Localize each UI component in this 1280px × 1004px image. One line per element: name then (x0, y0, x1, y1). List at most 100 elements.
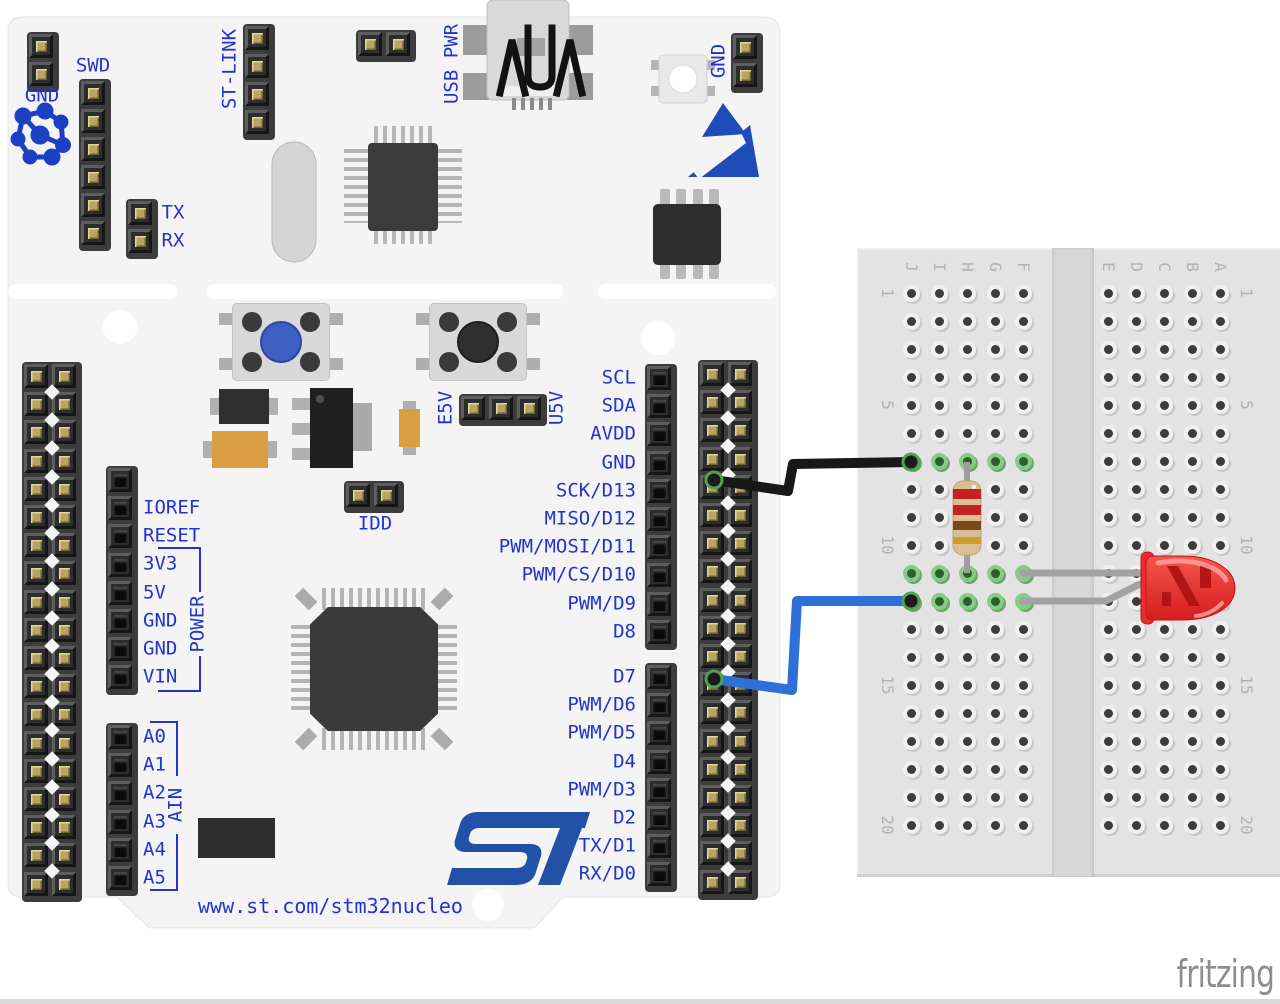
header-pin (24, 702, 48, 726)
header-pin (647, 507, 671, 531)
breadboard-hole (1127, 508, 1145, 526)
power-led[interactable] (651, 54, 715, 104)
breadboard-hole (902, 284, 920, 302)
breadboard-hole (1127, 424, 1145, 442)
header-pin (700, 362, 724, 386)
pin-contact (113, 871, 127, 885)
breadboard-hole (1014, 760, 1032, 778)
pin-contact (113, 843, 127, 857)
pin-label-miso-d12: MISO/D12 (544, 507, 636, 530)
analog-header[interactable] (106, 723, 138, 896)
header-pin (728, 447, 752, 471)
power-header[interactable] (106, 466, 138, 695)
label-gnd-top-left: GND (24, 84, 60, 107)
header-pin (108, 781, 132, 805)
header-pin (728, 418, 752, 442)
pin-contact (734, 819, 746, 831)
e5v-header[interactable] (459, 394, 547, 426)
header-pin (128, 201, 152, 225)
left-morpho-header[interactable] (22, 362, 82, 902)
gnd-top-left-header[interactable] (27, 32, 59, 92)
header-pin (108, 637, 132, 661)
header-pin (700, 757, 724, 781)
stlink-mcu-chip[interactable] (344, 126, 462, 244)
header-pin (647, 693, 671, 717)
voltage-regulator[interactable] (292, 388, 372, 468)
component-black-rect[interactable] (198, 818, 275, 858)
usb-side-header[interactable] (356, 30, 416, 62)
breadboard-hole (986, 480, 1004, 498)
pin-contact (58, 821, 70, 833)
pin-contact (706, 763, 718, 775)
breadboard-hole (902, 788, 920, 806)
pin-contact (113, 501, 127, 515)
capacitor-tantalum[interactable] (203, 431, 277, 468)
header-pin (24, 505, 48, 529)
capacitor-small[interactable] (399, 401, 420, 455)
digital-bottom-header[interactable] (645, 663, 677, 892)
header-pin (647, 778, 671, 802)
breadboard-hole (1211, 620, 1229, 638)
pin-contact (58, 426, 70, 438)
right-morpho-header[interactable] (698, 360, 758, 900)
capacitor-black[interactable] (210, 389, 278, 424)
idd-header[interactable] (344, 481, 404, 513)
breadboard-hole (1211, 732, 1229, 750)
breadboard-hole (986, 312, 1004, 330)
breadboard-hole (1099, 396, 1117, 414)
breadboard-hole (930, 536, 948, 554)
soic8-chip[interactable] (653, 189, 721, 279)
pin-contact (495, 402, 507, 414)
main-mcu-chip[interactable] (288, 585, 460, 753)
header-pin (52, 872, 76, 896)
wire-connection-rings (704, 452, 921, 689)
user-button[interactable] (219, 303, 343, 381)
pin-contact (58, 652, 70, 664)
nucleo-board[interactable] (7, 16, 781, 929)
breadboard-hole (1155, 368, 1173, 386)
reset-button-cap (457, 321, 499, 363)
breadboard-hole (902, 368, 920, 386)
swd-header[interactable] (79, 79, 111, 251)
header-pin (52, 561, 76, 585)
breadboard-hole (986, 424, 1004, 442)
led[interactable] (1019, 551, 1236, 625)
crystal-oscillator[interactable] (271, 141, 317, 263)
breadboard-hole (1155, 312, 1173, 330)
breadboard-hole (902, 536, 920, 554)
pin-contact (706, 368, 718, 380)
pin-contact (734, 396, 746, 408)
header-pin (728, 644, 752, 668)
pin-contact (58, 849, 70, 861)
breadboard-hole (1183, 508, 1201, 526)
breadboard-hole (1211, 536, 1229, 554)
breadboard-hole (1099, 312, 1117, 330)
header-pin (108, 581, 132, 605)
breadboard-hole (986, 536, 1004, 554)
breadboard-hole (1014, 368, 1032, 386)
reset-button[interactable] (416, 303, 540, 381)
stlink-header[interactable] (243, 24, 275, 140)
breadboard-hole (986, 396, 1004, 414)
gnd-wire[interactable] (709, 457, 916, 496)
breadboard-hole (1014, 788, 1032, 806)
breadboard-hole (958, 620, 976, 638)
label-tx: TX (161, 201, 185, 224)
header-pin (52, 843, 76, 867)
board-slots (8, 284, 776, 299)
pin-label-a3: A3 (143, 810, 166, 833)
txrx-header[interactable] (126, 199, 158, 259)
breadboard-channel (1052, 248, 1094, 877)
d7-wire[interactable] (709, 596, 916, 695)
mounting-holes (103, 310, 675, 921)
header-pin (52, 505, 76, 529)
pin-label-gnd: GND (601, 451, 636, 474)
gnd-top-right-header[interactable] (731, 33, 763, 93)
pin-contact (706, 876, 718, 888)
digital-top-header[interactable] (645, 364, 677, 650)
resistor[interactable] (952, 462, 982, 573)
pin-contact (706, 735, 718, 747)
header-pin (108, 810, 132, 834)
st-community-logo-icon (10, 102, 71, 166)
usb-connector[interactable] (463, 0, 593, 110)
